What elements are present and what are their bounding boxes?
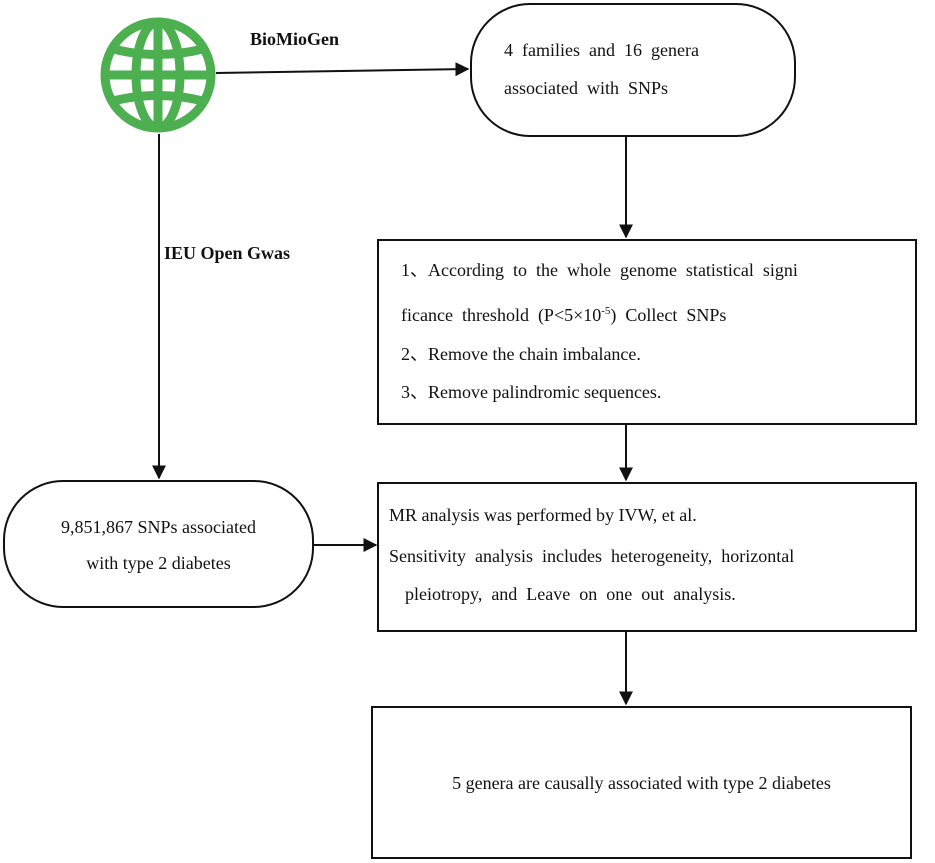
globe-icon <box>99 16 217 134</box>
node-families-line2: associated with SNPs <box>504 78 668 98</box>
node-snps-line2: with type 2 diabetes <box>86 553 231 573</box>
node-mr-analysis: MR analysis was performed by IVW, et al.… <box>377 482 917 632</box>
node-snps-line1: 9,851,867 SNPs associated <box>61 517 256 537</box>
node-snp-criteria: 1、According to the whole genome statisti… <box>377 239 917 425</box>
result-line1: 5 genera are causally associated with ty… <box>452 773 831 793</box>
node-families-genera: 4 families and 16 genera associated with… <box>470 3 796 137</box>
criteria-item1-b: ficance threshold (P<5×10-5) Collect SNP… <box>401 305 727 325</box>
node-snps-type2-diabetes: 9,851,867 SNPs associated with type 2 di… <box>3 480 314 608</box>
label-ieu-open-gwas: IEU Open Gwas <box>164 243 291 263</box>
analysis-line1: MR analysis was performed by IVW, et al. <box>389 505 697 525</box>
analysis-line3: pleiotropy, and Leave on one out analysi… <box>405 584 736 604</box>
arrow-globe-to-families <box>215 62 470 77</box>
criteria-item3: 3、Remove palindromic sequences. <box>401 382 662 402</box>
node-result: 5 genera are causally associated with ty… <box>371 706 912 859</box>
node-families-line1: 4 families and 16 genera <box>504 40 699 60</box>
criteria-item1-a: 1、According to the whole genome statisti… <box>401 260 798 280</box>
label-biomiogen: BioMioGen <box>250 29 339 49</box>
criteria-item2: 2、Remove the chain imbalance. <box>401 344 641 364</box>
analysis-line2: Sensitivity analysis includes heterogene… <box>389 546 795 566</box>
